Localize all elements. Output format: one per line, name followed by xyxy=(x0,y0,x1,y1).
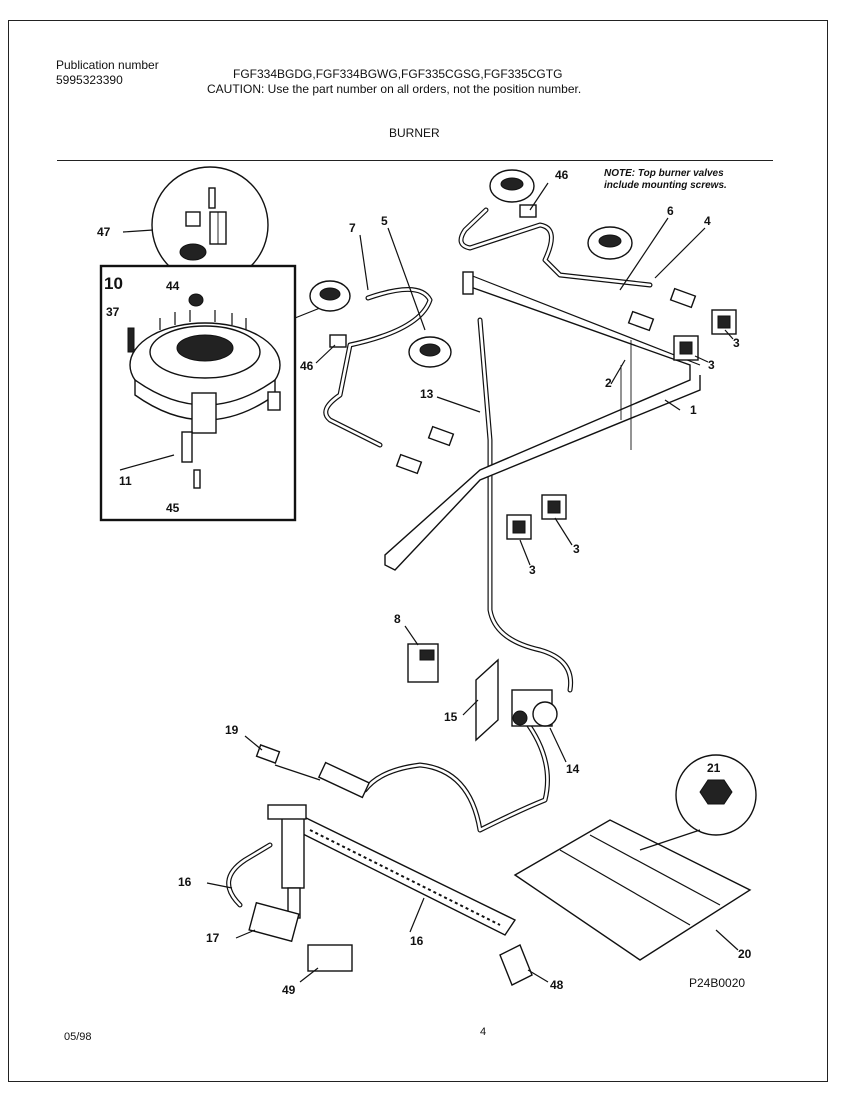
inset-box-10 xyxy=(99,264,321,522)
callout-14: 14 xyxy=(566,762,580,776)
callout-4: 4 xyxy=(704,214,711,228)
callout-44: 44 xyxy=(166,279,180,293)
callout-45: 45 xyxy=(166,501,180,515)
manifold-pipe xyxy=(384,271,701,571)
flame-spreader xyxy=(513,819,752,961)
header-rule xyxy=(57,160,773,161)
callout-20: 20 xyxy=(738,947,752,961)
callout-16-bottom: 16 xyxy=(410,934,424,948)
leader-lines xyxy=(206,182,739,983)
callout-15: 15 xyxy=(444,710,458,724)
section-title: BURNER xyxy=(389,126,440,140)
bracket-17 xyxy=(248,901,300,943)
callout-1: 1 xyxy=(690,403,697,417)
top-burner-heads xyxy=(309,169,633,368)
spark-module xyxy=(407,643,439,683)
publication-label: Publication number xyxy=(56,58,159,72)
valve-note-line-1: NOTE: Top burner valves xyxy=(604,168,724,179)
callout-3-far-right: 3 xyxy=(733,336,740,350)
callout-3-left: 3 xyxy=(529,563,536,577)
callout-46-left: 46 xyxy=(300,359,314,373)
oven-valve-assembly xyxy=(475,658,558,742)
callout-7: 7 xyxy=(349,221,356,235)
publication-number: 5995323390 xyxy=(56,73,123,87)
callout-11: 11 xyxy=(119,474,132,488)
caution-text: CAUTION: Use the part number on all orde… xyxy=(207,82,582,96)
callout-48: 48 xyxy=(550,978,564,992)
callout-37: 37 xyxy=(106,305,120,319)
callout-6: 6 xyxy=(667,204,674,218)
footer-page-number: 4 xyxy=(480,1026,487,1038)
callout-49: 49 xyxy=(282,983,296,997)
callout-3-center: 3 xyxy=(573,542,580,556)
valve-gaskets xyxy=(329,204,737,540)
page-border xyxy=(8,20,828,1082)
callout-13: 13 xyxy=(420,387,434,401)
callout-3-right: 3 xyxy=(708,358,715,372)
callout-21: 21 xyxy=(707,761,721,775)
callout-46-top: 46 xyxy=(555,168,569,182)
callout-2: 2 xyxy=(605,376,612,390)
callout-8: 8 xyxy=(394,612,401,626)
callout-10: 10 xyxy=(104,274,123,293)
callout-5: 5 xyxy=(381,214,388,228)
bracket-49 xyxy=(307,944,353,972)
callout-17: 17 xyxy=(206,931,220,945)
valve-note-line-2: include mounting screws. xyxy=(604,180,727,191)
burner-valves xyxy=(395,287,697,475)
inset-circle-21 xyxy=(639,754,757,851)
valve-note: NOTE: Top burner valves include mounting… xyxy=(604,168,727,192)
gas-tubes xyxy=(226,207,653,908)
callout-19: 19 xyxy=(225,723,239,737)
oven-igniter xyxy=(255,744,371,799)
callout-16-left: 16 xyxy=(178,875,192,889)
oven-burner xyxy=(267,804,517,936)
footer-date: 05/98 xyxy=(64,1031,92,1043)
model-list: FGF334BGDG,FGF334BGWG,FGF335CGSG,FGF335C… xyxy=(233,67,563,81)
bracket-48 xyxy=(499,944,533,986)
diagram-code: P24B0020 xyxy=(689,976,746,990)
callout-47: 47 xyxy=(97,225,111,239)
